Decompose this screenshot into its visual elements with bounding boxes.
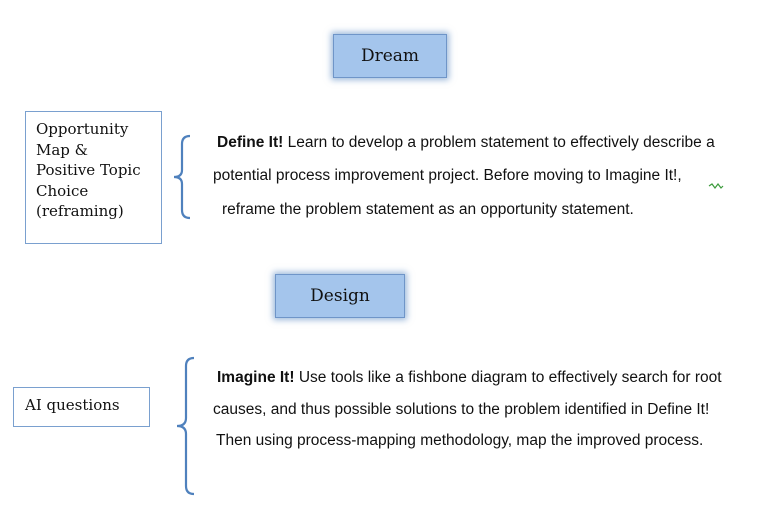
ai-questions-box: AI questions [13, 387, 150, 427]
phase-design-label: Design [310, 286, 370, 306]
phase-dream-label: Dream [360, 46, 420, 66]
opportunity-line: Choice [36, 181, 89, 200]
define-line-1: Define It! Learn to develop a problem st… [217, 134, 715, 152]
imagine-line-3: Then using process-mapping methodology, … [216, 432, 704, 449]
ai-questions-label: AI questions [25, 396, 120, 414]
imagine-line-2: causes, and thus possible solutions to t… [213, 401, 710, 418]
opportunity-map-box: Opportunity Map & Positive Topic Choice … [25, 111, 162, 244]
define-title: Define It! [217, 134, 284, 151]
opportunity-line: (reframing) [36, 202, 124, 220]
imagine-title: Imagine It! [217, 369, 295, 386]
phase-design-box: Design [275, 274, 405, 318]
define-line-3: reframe the problem statement as an oppo… [222, 201, 634, 218]
define-line-2: potential process improvement project. B… [213, 167, 682, 184]
spellcheck-squiggle [708, 183, 724, 189]
opportunity-line: Map & [36, 140, 89, 159]
phase-dream-box: Dream [333, 34, 447, 78]
opportunity-line: Opportunity [36, 120, 129, 138]
opportunity-line: Positive Topic [36, 161, 141, 179]
define-text-1: Learn to develop a problem statement to … [283, 134, 715, 151]
imagine-brace [176, 356, 195, 496]
imagine-text-1: Use tools like a fishbone diagram to eff… [294, 369, 722, 386]
define-brace [173, 134, 191, 220]
imagine-line-1: Imagine It! Use tools like a fishbone di… [217, 369, 722, 387]
